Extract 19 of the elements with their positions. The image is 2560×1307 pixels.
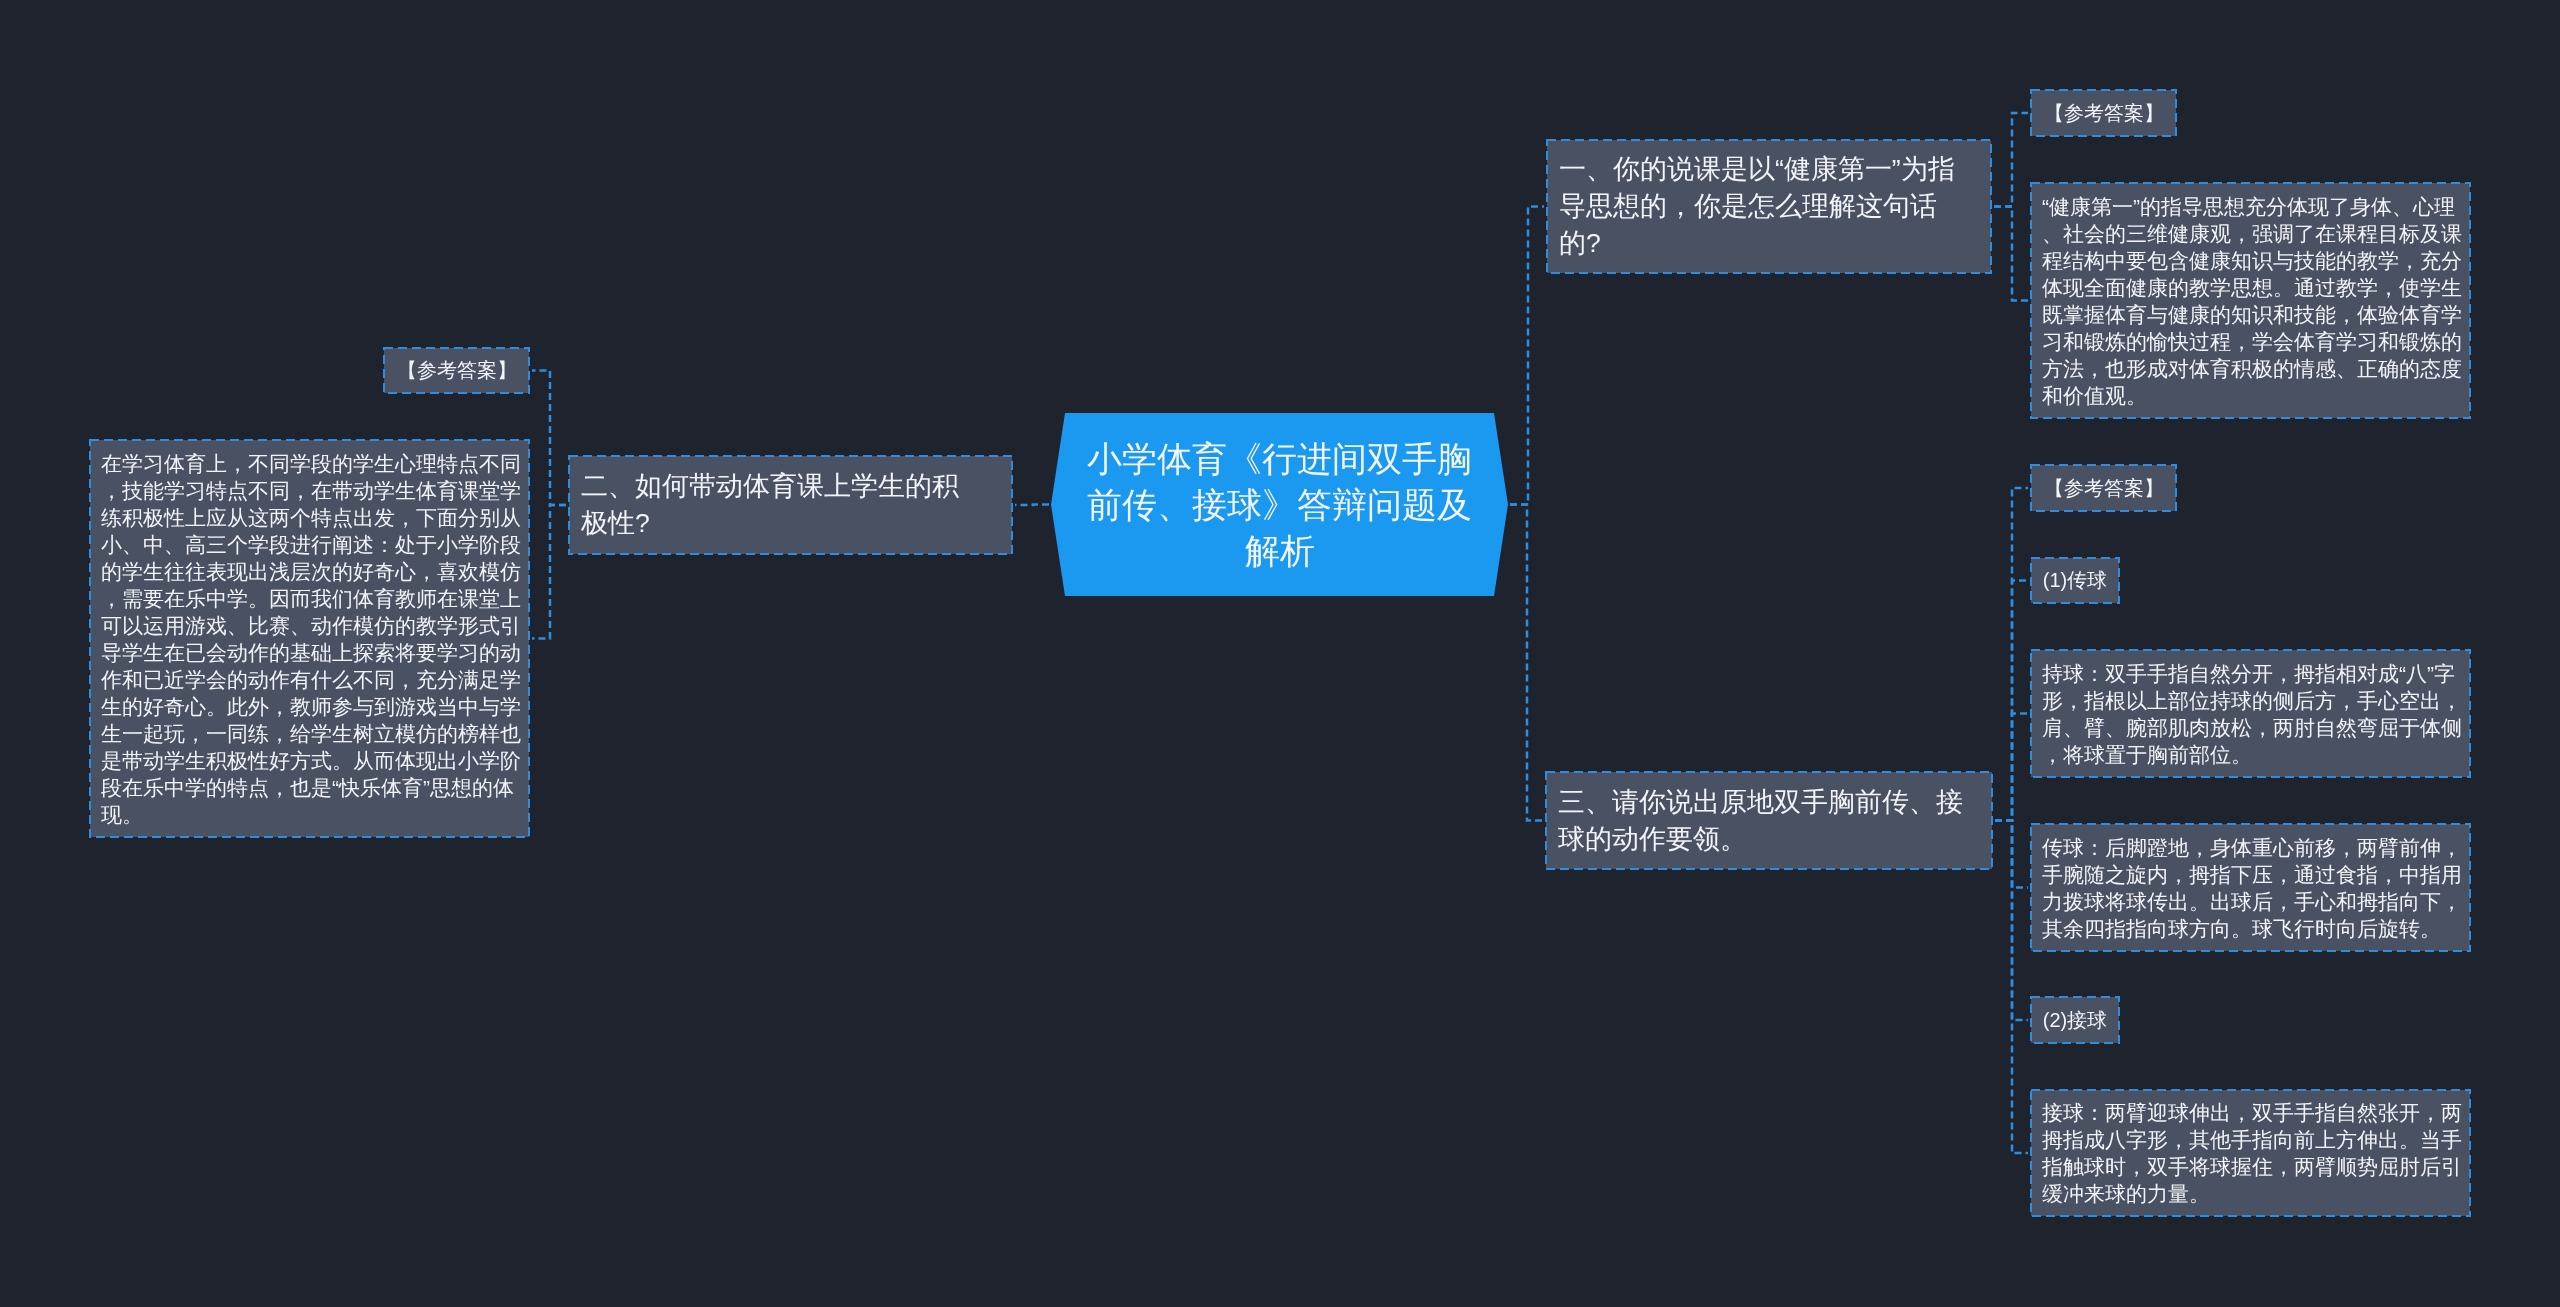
question-box: 三、请你说出原地双手胸前传、接球的动作要领。: [1545, 771, 1993, 870]
label-box: (1)传球: [2030, 557, 2120, 604]
answer-text-box: 在学习体育上，不同学段的学生心理特点不同，技能学习特点不同，在带动学生体育课堂学练积极性上应从这两个特点出发，下面分别从小、中、高三个学段进行阐述：处于小学阶段的学生往往表现出浅层次的好奇心，喜欢模仿，需要在乐中学。因而我们体育教师在课堂上可以运用游戏、比赛、动作模仿的教学形式引导学生在已会动作的基础上探索将要学习的动作和已近学会的动作有什么不同，充分满足学生的好奇心。此外，教师参与到游戏当中与学生一起玩，一同练，给学生树立模仿的榜样也是带动学生积极性好方式。从而体现出小学阶段在乐中学的特点，也是“快乐体育”思想的体现。: [89, 439, 530, 838]
connector-line: [1994, 205, 2028, 302]
answer-text-box: “健康第一”的指导思想充分体现了身体、心理、社会的三维健康观，强调了在课程目标及课程结构中要包含健康知识与技能的教学，充分体现全面健康的教学思想。通过教学，使学生既掌握体育与健康的知识和技能，体验体育学习和锻炼的愉快过程，学会体育学习和锻炼的方法，也形成对体育积极的情感、正确的态度和价值观。: [2030, 182, 2471, 419]
label-box: 【参考答案】: [2030, 464, 2177, 512]
label-box: (2)接球: [2030, 996, 2120, 1044]
connector-line: [532, 503, 566, 640]
question-box: 二、如何带动体育课上学生的积极性?: [568, 455, 1013, 555]
connector-line: [1510, 503, 1543, 822]
connector-line: [1015, 503, 1049, 507]
label-box: 【参考答案】: [2030, 89, 2177, 137]
central-topic-hexagon: 小学体育《行进间双手胸前传、接球》答辩问题及解析: [1051, 413, 1508, 596]
connector-line: [1995, 819, 2028, 1155]
answer-text-box: 接球：两臂迎球伸出，双手手指自然张开，两拇指成八字形，其他手指向前上方伸出。当手指触球时，双手将球握住，两臂顺势屈肘后引缓冲来球的力量。: [2030, 1089, 2471, 1217]
answer-text-box: 持球：双手手指自然分开，拇指相对成“八”字形，指根以上部位持球的侧后方，手心空出，肩、臂、腕部肌肉放松，两肘自然弯屈于体侧，将球置于胸前部位。: [2030, 649, 2471, 778]
answer-text-box: 传球：后脚蹬地，身体重心前移，两臂前伸，手腕随之旋内，拇指下压，通过食指，中指用力拨球将球传出。出球后，手心和拇指向下，其余四指指向球方向。球飞行时向后旋转。: [2030, 823, 2471, 952]
label-box: 【参考答案】: [383, 347, 530, 394]
question-box: 一、你的说课是以“健康第一”为指导思想的，你是怎么理解这句话的?: [1546, 139, 1992, 274]
